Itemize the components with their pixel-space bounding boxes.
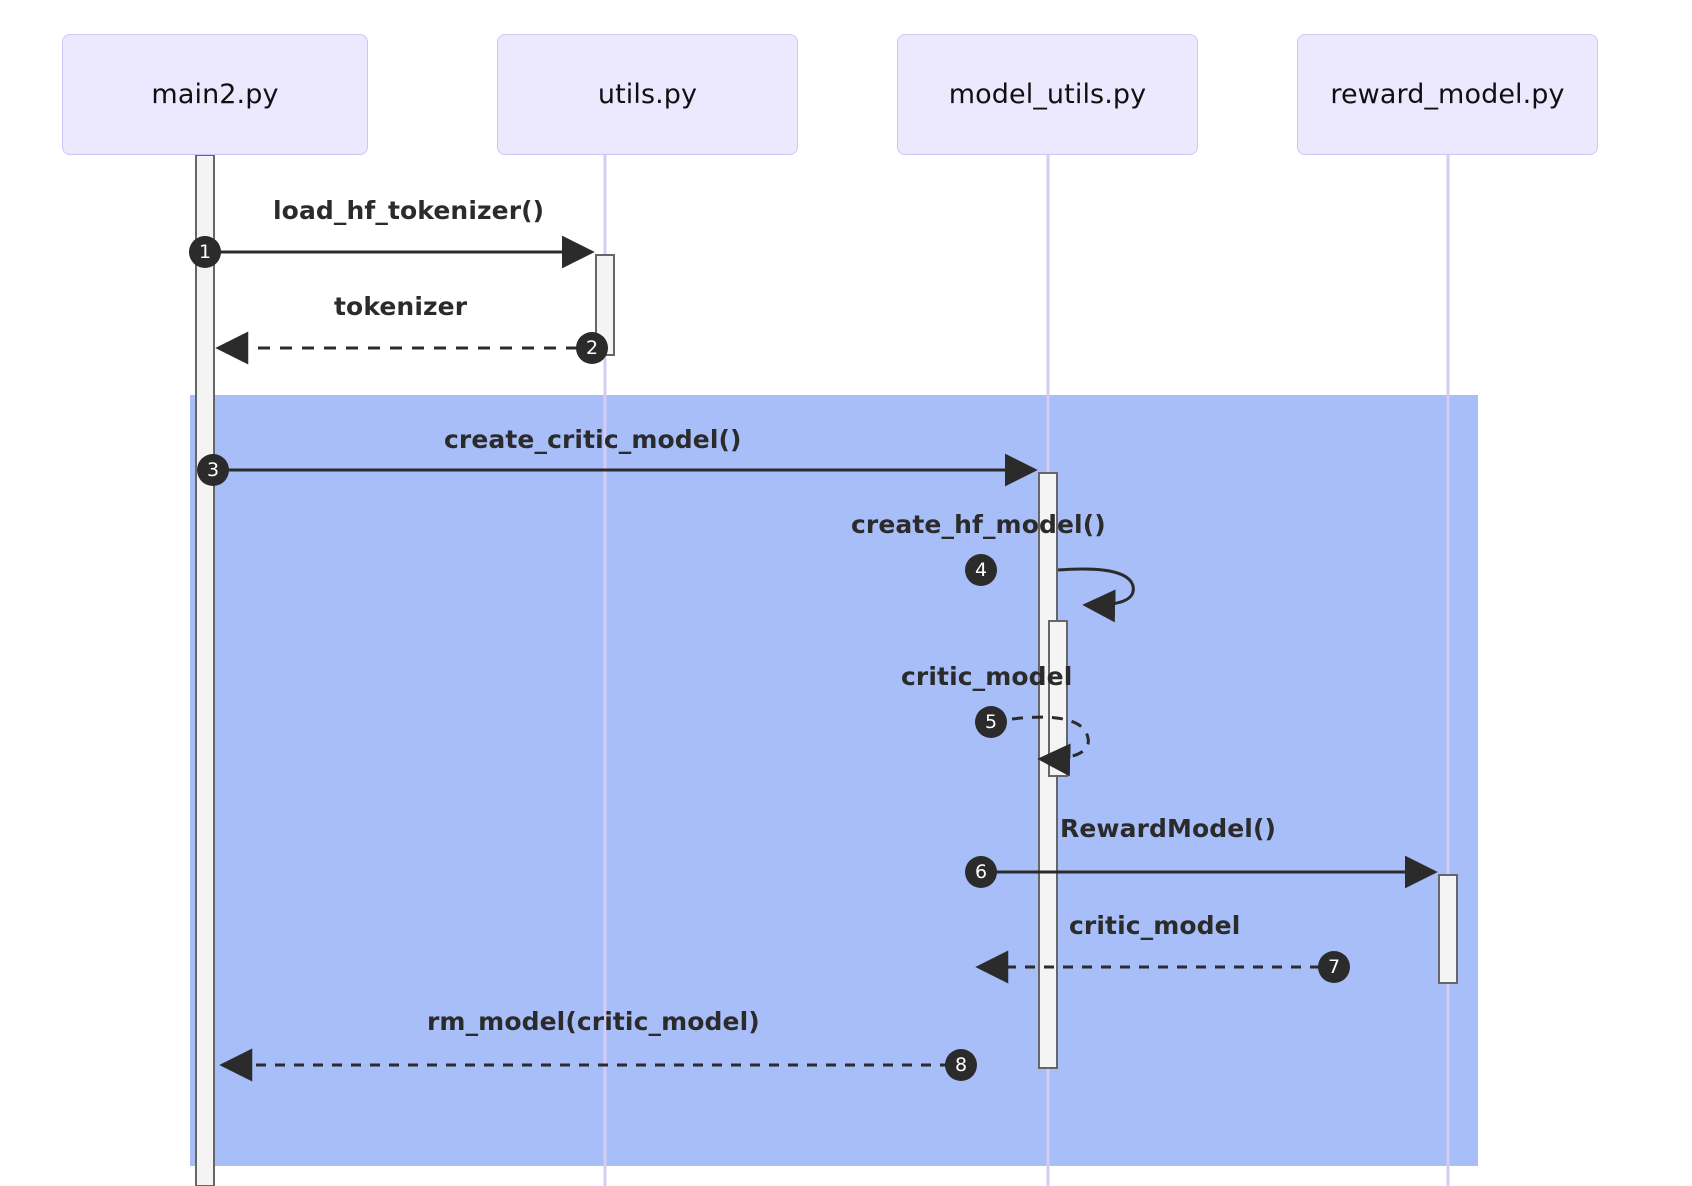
message-label-2: tokenizer bbox=[334, 292, 468, 321]
participant-label-model-utils: model_utils.py bbox=[948, 79, 1147, 110]
message-label-8: rm_model(critic_model) bbox=[427, 1007, 760, 1036]
message-label-6: RewardModel() bbox=[1060, 814, 1277, 843]
seq-badge-5: 5 bbox=[975, 706, 1007, 738]
message-label-1: load_hf_tokenizer() bbox=[273, 196, 545, 225]
activation-reward-model bbox=[1438, 874, 1458, 984]
participant-label-reward-model: reward_model.py bbox=[1330, 79, 1565, 110]
participant-box-main2[interactable]: main2.py bbox=[62, 34, 368, 155]
message-label-4: create_hf_model() bbox=[851, 510, 1106, 539]
seq-badge-6: 6 bbox=[965, 856, 997, 888]
message-label-3: create_critic_model() bbox=[444, 425, 742, 454]
seq-badge-8: 8 bbox=[945, 1049, 977, 1081]
activation-model-utils-nested bbox=[1048, 620, 1068, 777]
seq-badge-3: 3 bbox=[197, 454, 229, 486]
message-label-5: critic_model bbox=[901, 662, 1073, 691]
participant-label-main2: main2.py bbox=[151, 79, 279, 110]
seq-badge-7: 7 bbox=[1318, 951, 1350, 983]
participant-box-reward-model[interactable]: reward_model.py bbox=[1297, 34, 1598, 155]
message-label-7: critic_model bbox=[1069, 911, 1241, 940]
seq-badge-2: 2 bbox=[576, 332, 608, 364]
seq-badge-4: 4 bbox=[965, 554, 997, 586]
message-arrow-4-self-call bbox=[1057, 567, 1135, 623]
seq-badge-1: 1 bbox=[189, 236, 221, 268]
participant-box-utils[interactable]: utils.py bbox=[497, 34, 798, 155]
activation-main2 bbox=[195, 154, 215, 1186]
message-arrow-5-self-return bbox=[1011, 715, 1090, 777]
highlight-region bbox=[190, 395, 1478, 1166]
participant-box-model-utils[interactable]: model_utils.py bbox=[897, 34, 1198, 155]
participant-label-utils: utils.py bbox=[597, 79, 698, 110]
